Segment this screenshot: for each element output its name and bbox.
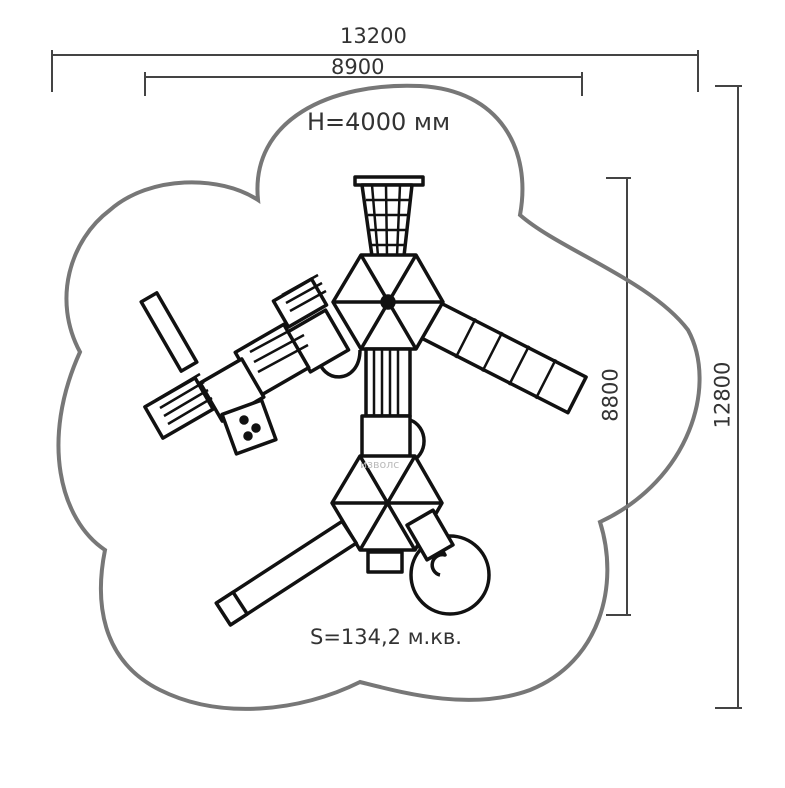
watermark: изволс	[360, 458, 399, 471]
height-label: H=4000 мм	[307, 108, 451, 136]
dim-8800-line	[606, 177, 631, 616]
upper-tower-hexagon	[331, 253, 445, 351]
dim-12800-line	[715, 85, 742, 709]
play-equipment	[139, 175, 588, 627]
dim-equipment-depth-label: 8800	[598, 368, 623, 422]
left-structures	[139, 273, 362, 456]
dim-overall-width-label: 13200	[340, 24, 407, 48]
dim-equipment-width-label: 8900	[331, 55, 385, 79]
spiral-slide	[405, 508, 491, 616]
straight-slide	[214, 519, 359, 627]
dim-overall-depth-label: 12800	[710, 361, 735, 429]
climbing-net	[353, 175, 425, 258]
area-label: S=134,2 м.кв.	[310, 625, 462, 649]
tube-slide	[419, 300, 588, 415]
dim-8900-line	[144, 72, 583, 96]
dimension-lines	[51, 50, 742, 709]
dim-13200-line	[51, 50, 699, 92]
center-stairs	[364, 347, 412, 418]
safety-zone-outline	[56, 83, 702, 711]
